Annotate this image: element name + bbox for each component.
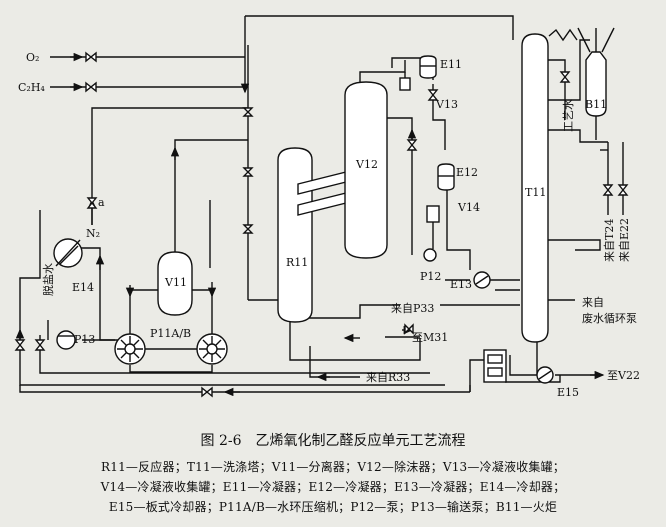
label-c2h4: C₂H₄ <box>18 81 45 94</box>
label-desalt-water: 脱盐水 <box>41 263 55 296</box>
label-from-p33: 来自P33 <box>391 302 434 315</box>
label-t11: T11 <box>525 186 546 199</box>
label-p12: P12 <box>420 270 441 283</box>
v11-separator <box>157 251 193 316</box>
label-v12: V12 <box>355 158 378 171</box>
v12-demister <box>344 81 388 259</box>
e11-condenser <box>419 55 437 79</box>
label-v13: V13 <box>435 98 458 111</box>
label-a: a <box>98 196 105 209</box>
label-from-r33: 来自R33 <box>366 371 410 384</box>
label-p13: P13 <box>74 333 95 346</box>
label-e13: E13 <box>450 278 472 291</box>
label-e15: E15 <box>557 386 579 399</box>
e12-condenser <box>437 163 455 191</box>
e13-condenser <box>473 271 491 289</box>
p13-pump <box>56 330 76 350</box>
t11-scrubber <box>521 28 578 343</box>
p11a-pump <box>114 333 146 365</box>
valve-c2h4 <box>85 81 97 93</box>
label-e11: E11 <box>440 58 462 71</box>
label-v11: V11 <box>164 276 187 289</box>
label-b11: B11 <box>585 98 607 111</box>
label-from-waste-1: 来自 <box>582 296 604 309</box>
legend-line-2: V14—冷凝液收集罐；E11—冷凝器；E12—冷凝器；E13—冷凝器；E14—冷… <box>100 480 566 494</box>
label-to-m31: 至M31 <box>412 331 448 344</box>
figure-caption: 图 2-6 乙烯氧化制乙醛反应单元工艺流程 <box>200 433 466 449</box>
legend-line-1: R11—反应器；T11—洗涤塔；V11—分离器；V12—除沫器；V13—冷凝液收… <box>101 460 565 474</box>
label-to-v22: 至V22 <box>607 369 640 382</box>
label-process-water: 工艺水 <box>562 99 575 132</box>
legend-line-3: E15—板式冷却器；P11A/B—水环压缩机；P12—泵；P13—输送泵；B11… <box>108 500 558 514</box>
valve-n2 <box>86 197 98 209</box>
label-e12: E12 <box>456 166 478 179</box>
label-from-e22: 来自E22 <box>618 218 631 262</box>
b11-flare <box>577 27 615 140</box>
label-from-waste-2: 废水循环泵 <box>582 311 637 325</box>
label-e14: E14 <box>72 281 94 294</box>
p11b-pump <box>196 333 228 365</box>
label-from-t24: 来自T24 <box>603 219 616 262</box>
label-p11ab: P11A/B <box>150 327 191 340</box>
p12-pump <box>423 248 437 262</box>
e14-cooler <box>53 238 83 268</box>
label-r11: R11 <box>286 256 308 269</box>
label-n2: N₂ <box>86 227 100 240</box>
valve-o2 <box>85 51 97 63</box>
label-o2: O₂ <box>26 51 39 64</box>
label-v14: V14 <box>457 201 480 214</box>
e15-plate-cooler <box>483 349 554 384</box>
